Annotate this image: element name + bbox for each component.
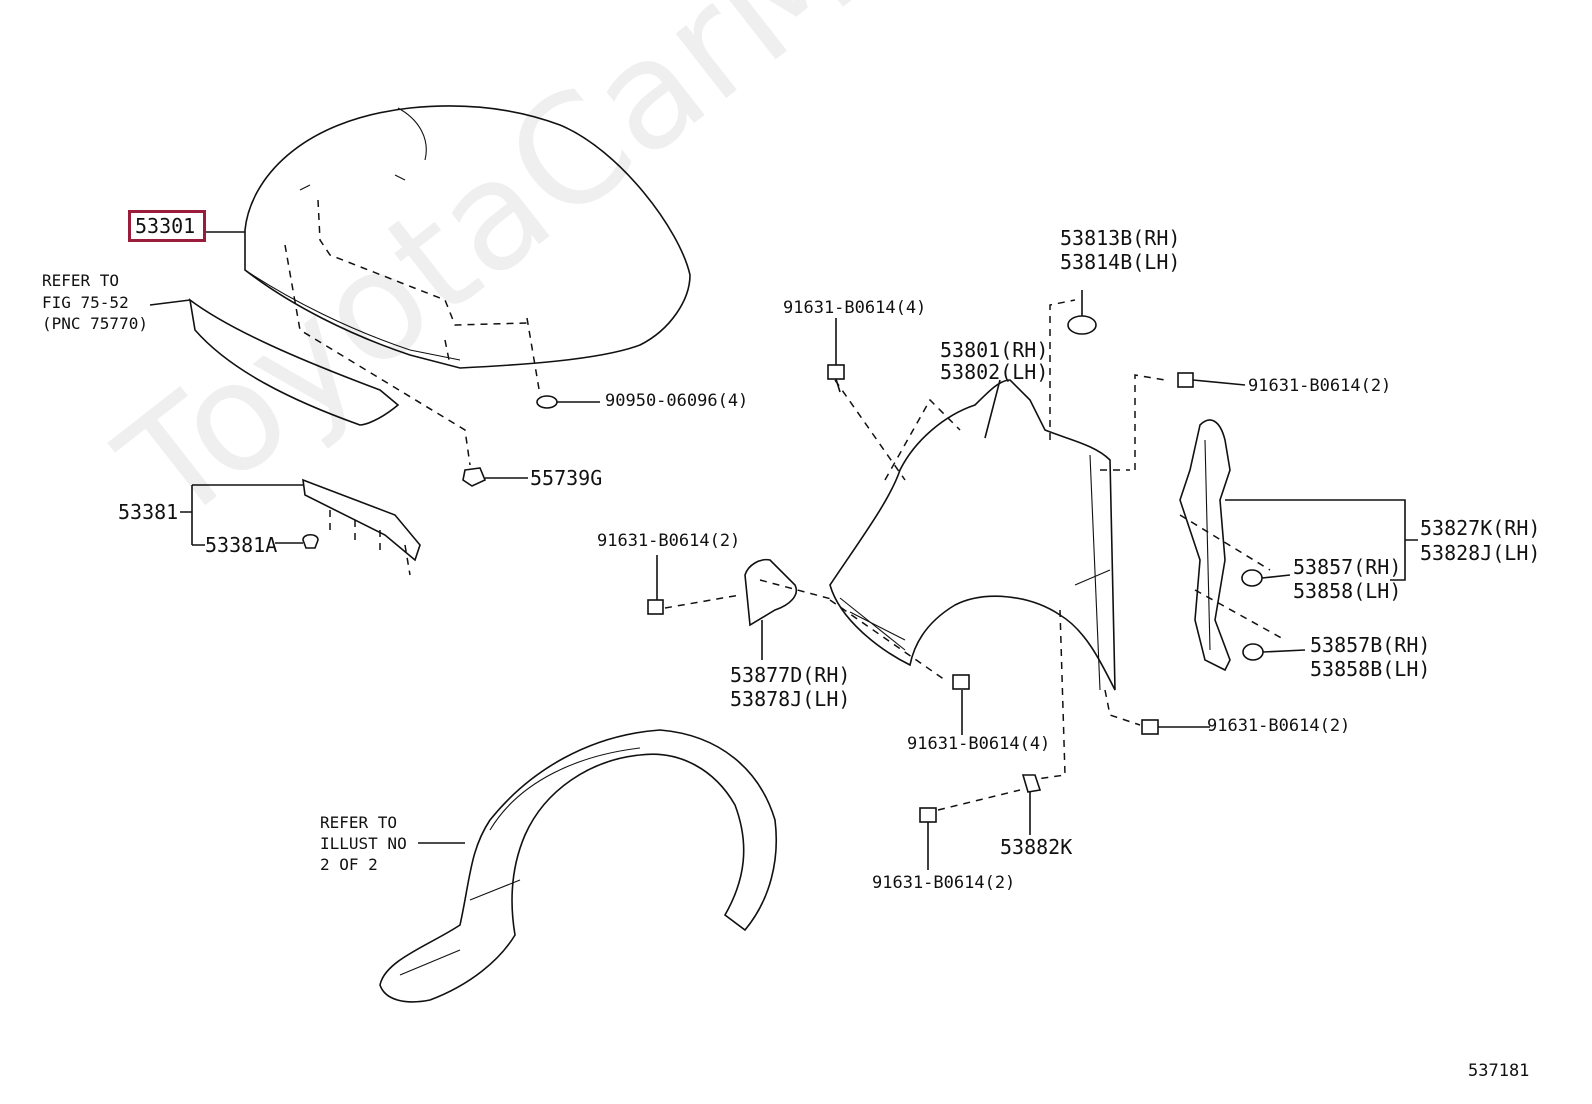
label-cushion-lh[interactable]: 53814B(LH) [1060,250,1181,274]
label-bracket-rh[interactable]: 53827K(RH) [1420,516,1541,540]
hood-part[interactable] [244,105,691,369]
splash-shield-part[interactable] [744,558,836,627]
seal-part[interactable] [302,478,421,576]
label-splash-rh[interactable]: 53877D(RH) [730,663,851,687]
retainer-icon[interactable] [1021,774,1042,793]
label-clip-rh[interactable]: 53857(RH) [1293,555,1402,579]
label-bolt-bottom[interactable]: 91631-B0614(2) [872,873,1016,893]
hood-highlight-box[interactable] [128,210,206,242]
seal-clip-icon[interactable] [302,533,319,549]
label-cushion-rh[interactable]: 53813B(RH) [1060,226,1181,250]
label-clip-b-rh[interactable]: 53857B(RH) [1310,633,1431,657]
cushion-icon[interactable] [1067,290,1097,335]
label-bolt-top[interactable]: 91631-B0614(4) [783,298,927,318]
bolt-left-icon[interactable] [647,555,741,615]
label-bolt-left[interactable]: 91631-B0614(2) [597,531,741,551]
label-hood[interactable]: 53301 [135,214,196,238]
label-bracket-lh[interactable]: 53828J(LH) [1420,541,1541,565]
bracket-part[interactable] [1179,419,1231,672]
label-fender-rh[interactable]: 53801(RH) [940,338,1049,362]
label-plug[interactable]: 90950-06096(4) [605,391,749,411]
label-refer-fig-1: REFER TO [42,271,120,290]
label-refer-illust-1: REFER TO [320,813,398,832]
clip-icon[interactable] [1241,569,1291,587]
label-clip-b-lh[interactable]: 53858B(LH) [1310,657,1431,681]
bolt-bottom-icon[interactable] [919,789,1021,870]
clip-b-icon[interactable] [1242,643,1306,661]
label-seal[interactable]: 53381 [118,500,179,524]
label-retainer[interactable]: 53882K [1000,835,1073,859]
bolt-right-top-icon[interactable] [1177,372,1246,388]
bolt-center-icon[interactable] [952,674,970,735]
label-refer-fig-2[interactable]: FIG 75-52 [42,293,129,312]
label-bolt-center[interactable]: 91631-B0614(4) [907,734,1051,754]
bolt-right-bottom-icon[interactable] [1141,719,1210,735]
label-refer-illust-2[interactable]: ILLUST NO [320,834,407,853]
fender-part[interactable] [829,379,1116,691]
label-fender-lh[interactable]: 53802(LH) [940,360,1049,384]
hood-moulding[interactable] [188,298,400,426]
fender-liner-part[interactable] [379,729,778,1003]
label-refer-fig-3: (PNC 75770) [42,314,148,333]
hood-nut-icon[interactable] [462,467,487,487]
diagram-id: 537181 [1468,1061,1530,1081]
label-hood-nut[interactable]: 55739G [530,466,603,490]
bolt-top-icon[interactable] [827,364,845,393]
label-refer-illust-3: 2 OF 2 [320,855,378,874]
label-splash-lh[interactable]: 53878J(LH) [730,687,851,711]
label-seal-clip[interactable]: 53381A [205,533,278,557]
label-clip-lh[interactable]: 53858(LH) [1293,579,1402,603]
label-bolt-right-bottom[interactable]: 91631-B0614(2) [1207,716,1351,736]
plug-icon[interactable] [536,395,558,409]
label-bolt-right-top[interactable]: 91631-B0614(2) [1248,376,1392,396]
